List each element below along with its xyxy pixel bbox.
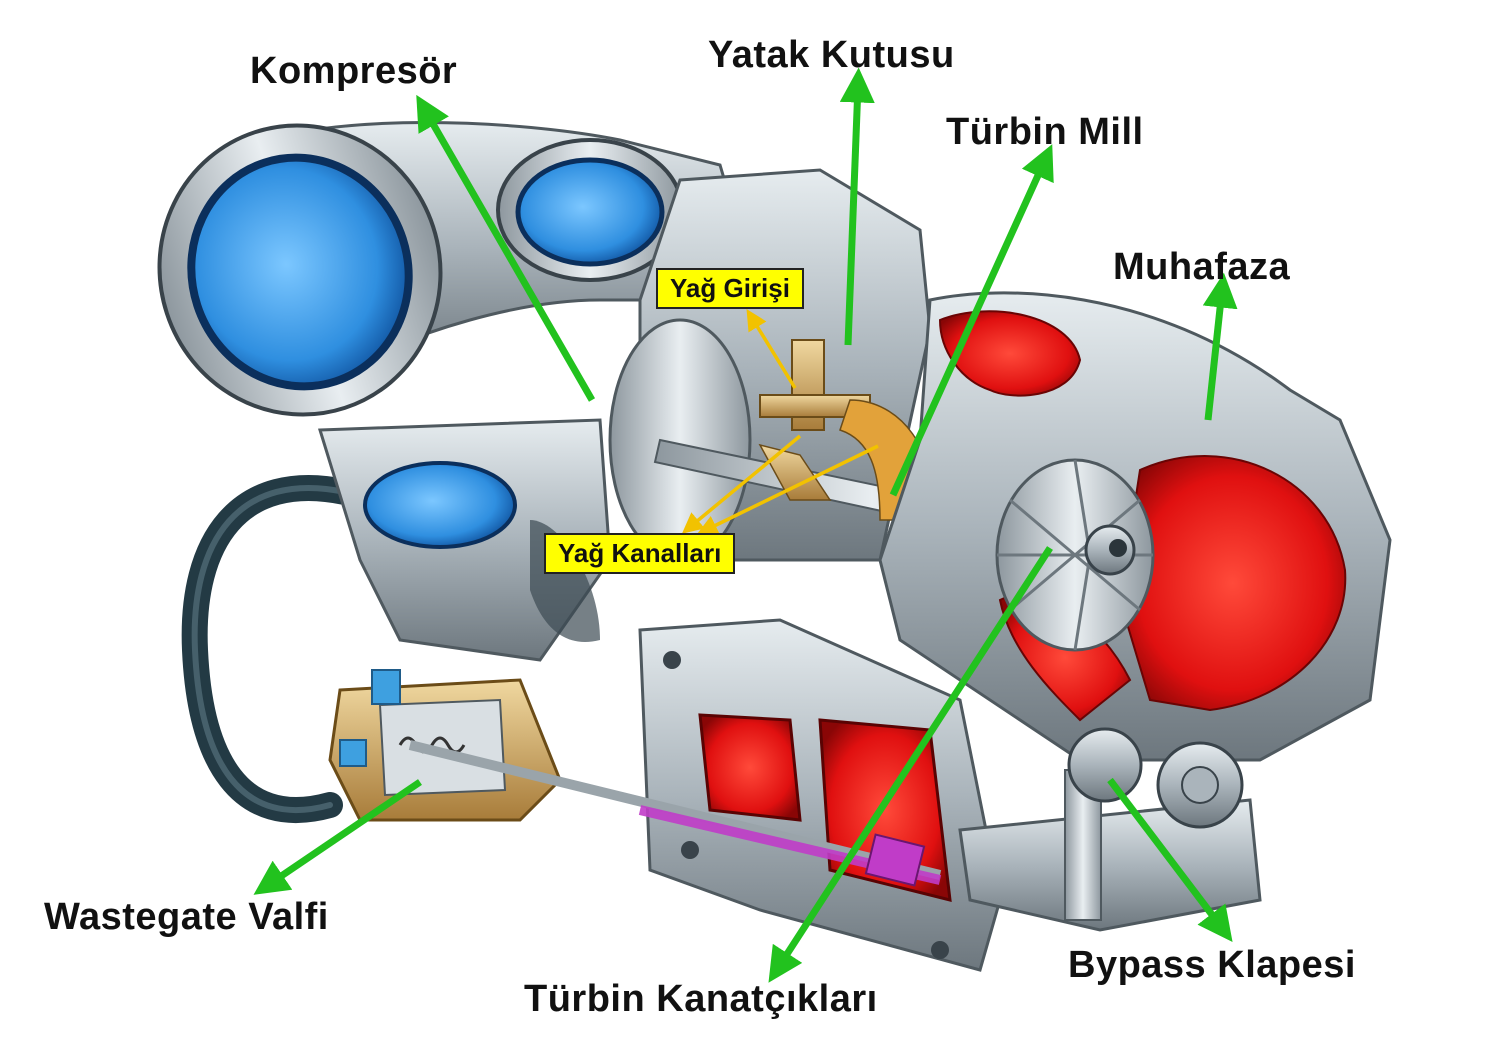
arrow-turbin-mill [889,144,1054,497]
arrow-yag-kanallari-1 [681,434,802,534]
wastegate-actuator [328,669,562,822]
arrow-turbin-kanatciklari [768,546,1053,983]
arrow-yatak-kutusu [839,67,875,346]
turbine-volute-red [1118,455,1347,712]
oil-arrows [681,309,879,535]
arrow-muhafaza [1202,272,1238,421]
label-wastegate-valfi: Wastegate Valfi [44,896,329,938]
arrow-yag-kanallari-2 [696,444,879,535]
tag-yag-kanallari: Yağ Kanalları [544,533,736,574]
label-bypass-klapesi: Bypass Klapesi [1068,944,1356,986]
turbine-wheel [995,458,1155,652]
turbine-inlet-flange [638,618,1002,972]
bypass-flap-housing [958,727,1262,932]
oil-passage [758,443,832,501]
tag-yag-girisi: Yağ Girişi [656,268,804,309]
turbocharger-illustration [157,121,1392,972]
arrow-yag-girisi [746,309,797,389]
arrow-kompresor [416,94,596,402]
label-turbin-mill: Türbin Mill [946,111,1144,153]
pointer-arrows [253,67,1238,983]
compressor-wheel [608,318,752,562]
arrow-bypass-klapesi [1107,777,1233,942]
label-kompresor: Kompresör [250,50,458,92]
label-muhafaza: Muhafaza [1113,246,1291,288]
arrow-wastegate-valfi [253,779,422,895]
compressor-inlet-opening [187,153,413,391]
label-yatak-kutusu: Yatak Kutusu [708,34,955,76]
label-turbin-kanatciklari: Türbin Kanatçıkları [524,978,878,1020]
